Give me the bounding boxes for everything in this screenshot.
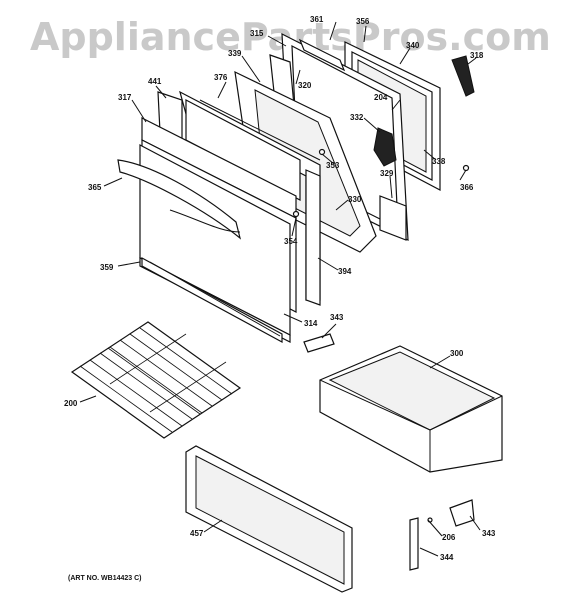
label-318: 318 <box>470 51 484 60</box>
label-332: 332 <box>350 113 364 122</box>
label-441: 441 <box>148 77 162 86</box>
door-gasket <box>451 55 475 97</box>
label-300: 300 <box>450 349 464 358</box>
label-394: 394 <box>338 267 352 276</box>
label-206: 206 <box>442 533 456 542</box>
label-320: 320 <box>298 81 312 90</box>
label-200: 200 <box>64 399 78 408</box>
label-329: 329 <box>380 169 394 178</box>
label-330: 330 <box>348 195 362 204</box>
label-343b: 343 <box>482 529 496 538</box>
label-340: 340 <box>406 41 420 50</box>
storage-drawer <box>319 345 503 473</box>
label-204: 204 <box>374 93 388 102</box>
label-356: 356 <box>356 17 370 26</box>
label-457: 457 <box>190 529 204 538</box>
label-314: 314 <box>304 319 318 328</box>
label-376: 376 <box>214 73 228 82</box>
part-labels: 361 315 356 340 318 339 441 376 320 204 … <box>64 15 496 562</box>
side-rail <box>305 169 321 306</box>
hinge-receiver-343 <box>303 333 335 353</box>
label-366: 366 <box>460 183 474 192</box>
label-339: 339 <box>228 49 242 58</box>
label-317: 317 <box>118 93 132 102</box>
drawer-front <box>185 445 353 593</box>
drawer-slide-hardware <box>409 499 475 571</box>
label-361: 361 <box>310 15 324 24</box>
label-365: 365 <box>88 183 102 192</box>
label-315: 315 <box>250 29 264 38</box>
leader-lines <box>79 21 481 557</box>
label-353: 353 <box>326 161 340 170</box>
label-338: 338 <box>432 157 446 166</box>
label-343a: 343 <box>330 313 344 322</box>
art-number: (ART NO. WB14423 C) <box>68 575 142 582</box>
label-354: 354 <box>284 237 298 246</box>
door-trim-359 <box>141 256 283 344</box>
door-handle <box>117 159 242 240</box>
hinge-332 <box>373 127 397 167</box>
label-359: 359 <box>100 263 114 272</box>
oven-rack <box>70 321 242 439</box>
hinge-329 <box>379 195 407 241</box>
label-344: 344 <box>440 553 454 562</box>
